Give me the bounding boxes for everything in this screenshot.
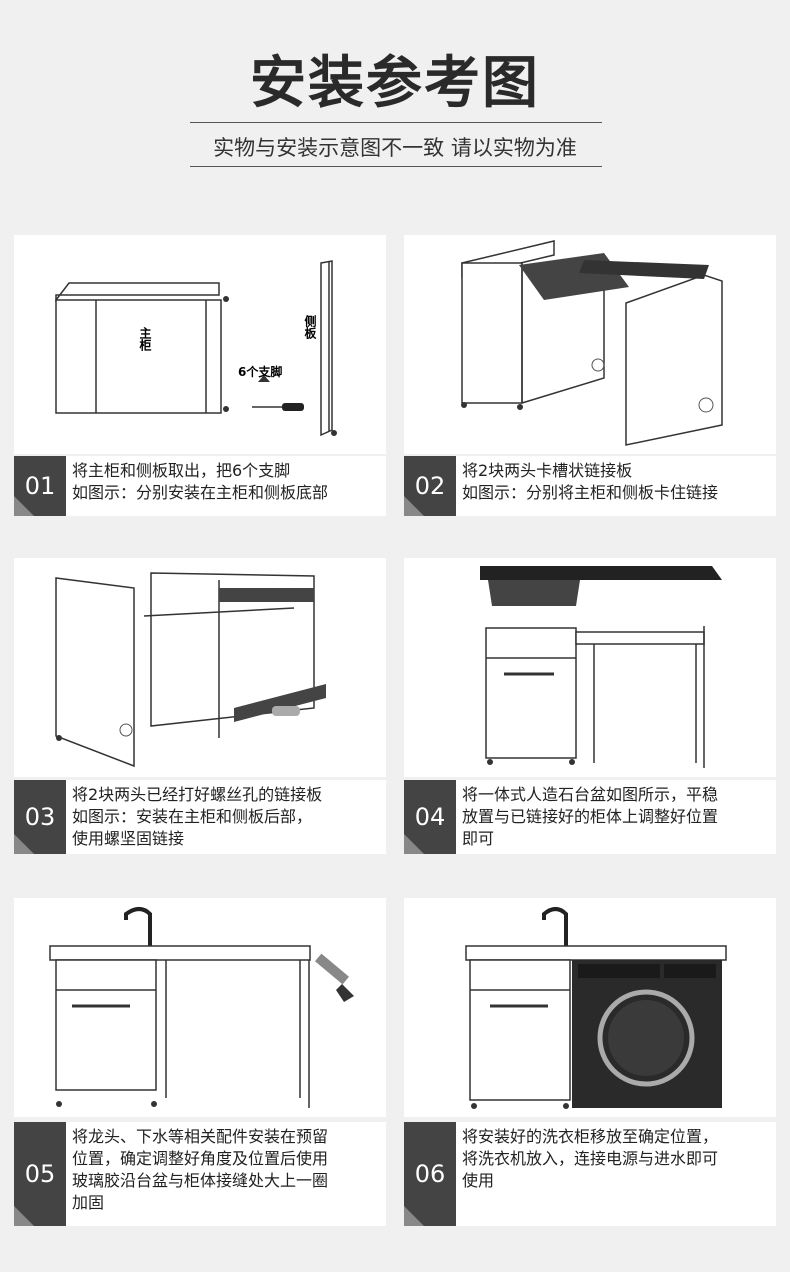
main-cabinet-label: 主柜 [138,326,152,351]
cabinet-illustration [404,235,776,454]
step-6: 06 将安装好的洗衣柜移放至确定位置， 将洗衣机放入，连接电源与进水即可 使用 [404,1122,776,1226]
step-4: 04 将一体式人造石台盆如图所示，平稳 放置与已链接好的柜体上调整好位置 即可 [404,780,776,854]
step-description: 将龙头、下水等相关配件安装在预留 位置，确定调整好角度及位置后使用 玻璃胶沿台盆… [72,1126,382,1214]
step-5: 05 将龙头、下水等相关配件安装在预留 位置，确定调整好角度及位置后使用 玻璃胶… [14,1122,386,1226]
step-description: 将主柜和侧板取出，把6个支脚 如图示：分别安装在主柜和侧板底部 [72,460,382,504]
step-1-illustration: 主柜 侧板 6个支脚 [14,235,386,454]
step-number: 01 [14,456,66,516]
header: 安装参考图 实物与安装示意图不一致 请以实物为准 [0,0,790,200]
divider [190,166,602,167]
cabinet-illustration [14,558,386,777]
step-1: 01 将主柜和侧板取出，把6个支脚 如图示：分别安装在主柜和侧板底部 [14,456,386,516]
step-3-illustration [14,558,386,777]
step-2: 02 将2块两头卡槽状链接板 如图示：分别将主柜和侧板卡住链接 [404,456,776,516]
screwdriver-icon [252,403,304,411]
feet-label: 6个支脚 [238,364,282,379]
step-description: 将2块两头已经打好螺丝孔的链接板 如图示：安装在主柜和侧板后部， 使用螺坚固链接 [72,784,382,850]
step-5-illustration [14,898,386,1117]
side-panel-label: 侧板 [303,314,317,340]
cabinet-illustration [404,558,776,777]
step-6-illustration [404,898,776,1117]
step-number: 06 [404,1122,456,1226]
step-description: 将一体式人造石台盆如图所示，平稳 放置与已链接好的柜体上调整好位置 即可 [462,784,772,850]
page-subtitle: 实物与安装示意图不一致 请以实物为准 [0,132,790,162]
cabinet-illustration [14,898,386,1117]
step-number: 02 [404,456,456,516]
page-title: 安装参考图 [0,38,790,119]
divider [190,122,602,123]
step-2-illustration [404,235,776,454]
step-description: 将安装好的洗衣柜移放至确定位置， 将洗衣机放入，连接电源与进水即可 使用 [462,1126,772,1192]
washing-machine-icon [572,960,722,1108]
caulking-gun-icon [315,954,354,1002]
cabinet-illustration: 主柜 侧板 6个支脚 [14,235,386,454]
cabinet-illustration [404,898,776,1117]
step-number: 04 [404,780,456,854]
step-number: 03 [14,780,66,854]
step-number: 05 [14,1122,66,1226]
faucet-icon [126,909,150,946]
step-description: 将2块两头卡槽状链接板 如图示：分别将主柜和侧板卡住链接 [462,460,772,504]
step-4-illustration [404,558,776,777]
step-3: 03 将2块两头已经打好螺丝孔的链接板 如图示：安装在主柜和侧板后部， 使用螺坚… [14,780,386,854]
